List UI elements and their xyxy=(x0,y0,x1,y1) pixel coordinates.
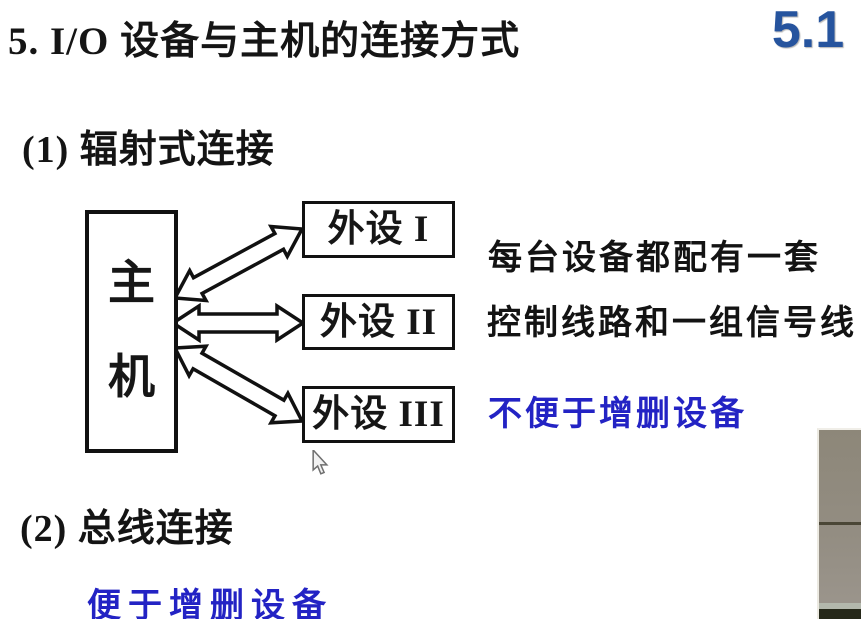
host-label-char: 机 xyxy=(108,352,155,404)
bus-connection-heading: (2) 总线连接 xyxy=(20,508,234,550)
section-number-badge: 5.1 xyxy=(771,1,845,59)
radial-drawback-note: 不便于增删设备 xyxy=(488,396,747,433)
peripheral-box-3: 外设 III xyxy=(302,386,455,443)
video-dark-band xyxy=(819,609,861,619)
host-box: 主 机 xyxy=(85,210,178,453)
peripheral-label: 外设 III xyxy=(312,394,445,435)
bus-benefit-note: 便于增删设备 xyxy=(87,588,333,619)
radial-note-line1: 每台设备都配有一套 xyxy=(488,240,821,277)
video-light-band xyxy=(819,603,861,611)
peripheral-box-2: 外设 II xyxy=(302,294,455,350)
peripheral-label: 外设 I xyxy=(327,209,430,250)
radial-connection-heading: (1) 辐射式连接 xyxy=(22,129,275,171)
peripheral-label: 外设 II xyxy=(319,301,438,343)
lecturer-video-sliver xyxy=(817,428,861,619)
video-horizontal-line xyxy=(819,522,861,525)
page-title: 5. I/O 设备与主机的连接方式 xyxy=(8,20,521,63)
mouse-cursor-icon xyxy=(312,450,329,475)
radial-note-line2: 控制线路和一组信号线 xyxy=(487,305,857,342)
host-label-char: 主 xyxy=(108,258,155,310)
peripheral-box-1: 外设 I xyxy=(302,201,455,258)
